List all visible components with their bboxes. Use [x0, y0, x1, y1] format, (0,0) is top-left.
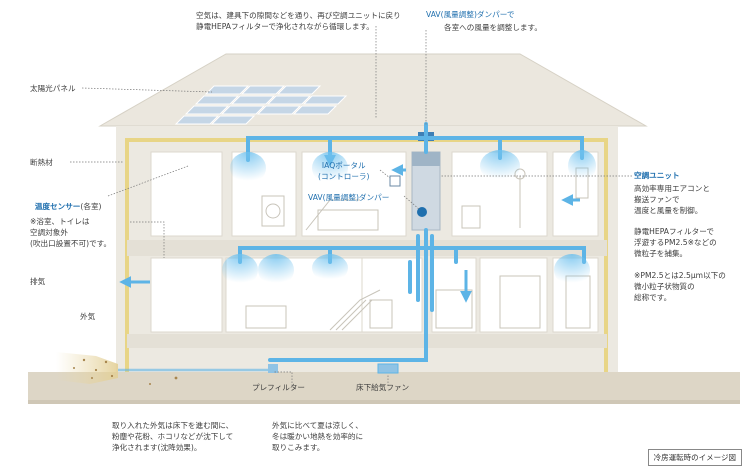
furniture	[245, 167, 591, 331]
floor-fan-device	[377, 363, 399, 374]
unit-title: 空調ユニット	[634, 171, 680, 180]
floor-fan-label: 床下給気ファン	[356, 383, 410, 392]
leader-lines	[70, 26, 632, 386]
vent-plumes	[222, 150, 596, 286]
ground	[28, 372, 740, 404]
lower-rooms	[150, 257, 599, 333]
iaq-portal-device	[389, 175, 401, 187]
prefilter-device	[268, 364, 278, 373]
image-caption: 冷房運転時のイメージ図	[647, 449, 742, 466]
mid-damper	[417, 207, 427, 217]
temp-sensor-label: 温度センサー(各室)	[30, 190, 102, 212]
upper-rooms	[150, 151, 599, 237]
unit-body-1: 高効率専用エアコンと 搬送ファンで 温度と風量を制御。	[634, 184, 710, 215]
ground-floor-slab	[127, 334, 607, 348]
insulation-label: 断熱材	[30, 158, 53, 167]
exhaust-label: 排気	[30, 277, 46, 286]
iaq-portal-label: IAQポータル (コントローラ)	[318, 161, 370, 181]
roof	[98, 53, 648, 127]
temp-sensor-title: 温度センサー	[34, 202, 81, 211]
vav-mid-label: VAV(風量調整)ダンパー	[308, 193, 390, 202]
bottom-left-note: 取り入れた外気は床下を進む間に、 粉塵や花粉、ホコリなどが沈下して 浄化されます…	[112, 421, 234, 452]
ac-unit-top	[412, 152, 440, 166]
solar-label: 太陽光パネル	[30, 84, 76, 93]
outside-air-label: 外気	[80, 312, 96, 321]
temp-sensor-suffix: (各室)	[80, 202, 102, 211]
bottom-mid-note: 外気に比べて夏は涼しく、 冬は暖かい地熱を効率的に 取りこみます。	[272, 421, 364, 452]
vav-top-title: VAV(風量調整)ダンパーで	[426, 10, 515, 19]
unit-body-2: 静電HEPAフィルターで 浮遊するPM2.5※などの 微粒子を捕集。	[634, 227, 717, 258]
unit-note: ※PM2.5とは2.5μm以下の 微小粒子状物質の 総称です。	[634, 271, 726, 302]
solar-panels	[174, 85, 348, 125]
outside-air-stream	[56, 352, 118, 384]
prefilter-label: プレフィルター	[252, 383, 306, 392]
vav-top-body: 各室への風量を調整します。	[444, 23, 542, 32]
bath-note: ※浴室、トイレは 空調対象外 (吹出口設置不可)です。	[30, 217, 112, 248]
ground-shadow	[28, 400, 740, 404]
top-note: 空気は、建具下の隙間などを通り、再び空調ユニットに戻り 静電HEPAフィルターで…	[196, 11, 401, 31]
dust-particles	[73, 358, 178, 385]
